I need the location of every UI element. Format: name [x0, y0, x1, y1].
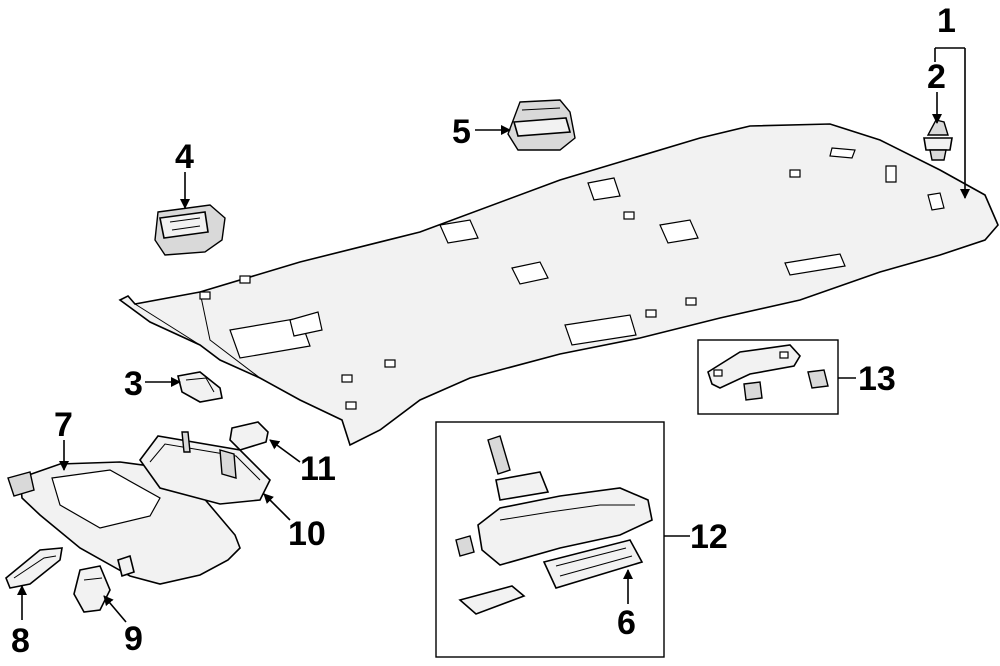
callout-7: 7 — [54, 406, 73, 444]
callout-labels: 1 2 3 4 5 6 7 8 9 10 11 12 13 — [11, 2, 956, 660]
callout-1: 1 — [937, 2, 956, 40]
clip-part-2 — [923, 119, 953, 161]
console-box — [435, 421, 665, 658]
callout-13: 13 — [858, 360, 896, 398]
callout-2: 2 — [927, 58, 946, 96]
assist-grip — [707, 344, 829, 401]
callout-4: 4 — [175, 138, 194, 176]
clip-part-3 — [177, 371, 223, 403]
clip-part-5 — [507, 99, 576, 151]
callout-6: 6 — [617, 604, 636, 642]
callout-3: 3 — [124, 365, 143, 403]
assist-grip-box — [697, 339, 839, 415]
callout-5: 5 — [452, 113, 471, 151]
callout-8: 8 — [11, 622, 30, 660]
callout-9: 9 — [124, 620, 143, 658]
leader-lines — [17, 47, 970, 623]
visor-holder — [73, 565, 111, 613]
visor-pad — [5, 547, 63, 589]
map-lamp-housing — [139, 431, 271, 505]
callout-12: 12 — [690, 518, 728, 556]
clip-part-4 — [154, 204, 226, 256]
callout-11: 11 — [300, 450, 336, 488]
lamp-bulb — [229, 421, 269, 451]
overhead-console — [455, 435, 653, 615]
headliner-panel — [118, 123, 999, 447]
callout-10: 10 — [288, 515, 326, 553]
